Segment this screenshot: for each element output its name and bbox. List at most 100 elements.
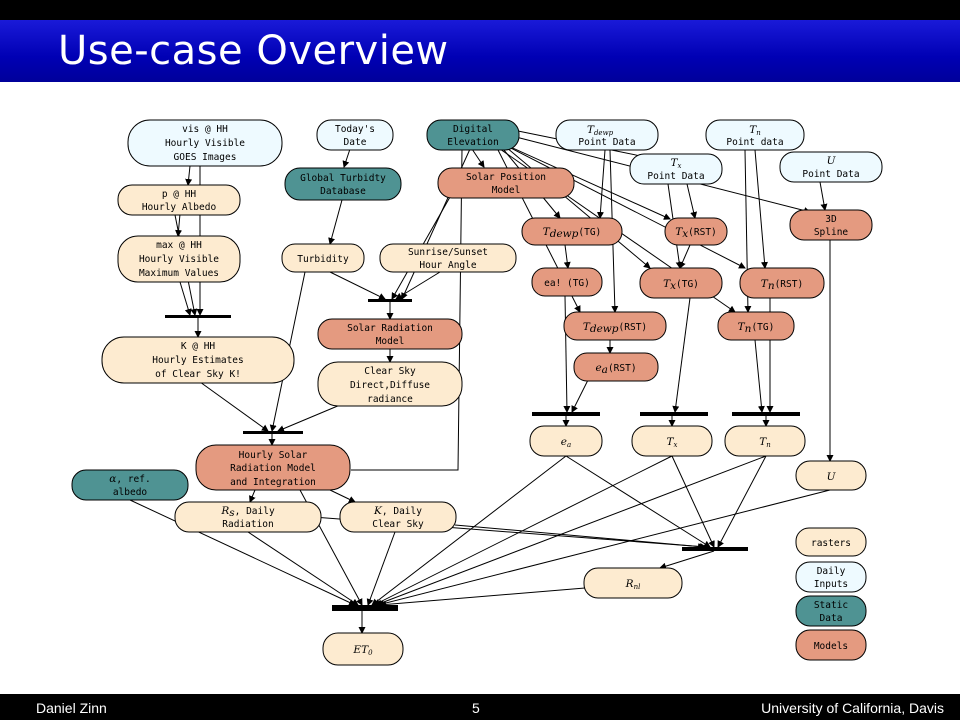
node-hourly-albedo: p @ HH Hourly Albedo <box>117 184 241 216</box>
node-tntg-label: (TG) <box>751 322 774 333</box>
use-case-diagram: vis @ HH Hourly Visible GOES Images Toda… <box>71 119 883 666</box>
node-tdewtg-sym: T <box>543 226 551 238</box>
node-digital-line2: Elevation <box>447 137 498 148</box>
footer-page-number: 5 <box>472 700 480 716</box>
legend-daily-line2: Inputs <box>814 579 848 590</box>
join-bar-rnl <box>682 547 748 551</box>
node-tdew-line1: Point Data <box>578 137 635 148</box>
node-p-line2: Hourly Albedo <box>142 202 217 213</box>
node-tx-point-data: Tx Point Data <box>629 153 723 185</box>
node-solrad-line1: Solar Radiation <box>347 323 433 334</box>
node-tdew-sym: T <box>587 124 595 136</box>
svg-text:Tdewp: Tdewp <box>587 124 614 137</box>
svg-text:Tx: Tx <box>671 157 682 170</box>
node-tnrst-sym: T <box>761 278 769 290</box>
node-earst-sym: e <box>595 362 601 374</box>
node-turbidity-label: Turbidity <box>297 254 349 265</box>
node-today-line2: Date <box>344 137 367 148</box>
node-txtg-sub: x <box>670 280 676 292</box>
node-u-line1: Point Data <box>802 169 859 180</box>
node-max-line1: max @ HH <box>156 240 202 251</box>
node-et0: ET0 <box>322 632 404 666</box>
node-turbdb-line2: Database <box>320 186 366 197</box>
node-tnrst-label: (RST) <box>775 279 804 290</box>
node-rs-line2: Radiation <box>222 519 273 530</box>
node-earst-sub: a <box>602 364 608 376</box>
node-kd-line1: , Daily <box>382 506 422 517</box>
node-albedo-line2: albedo <box>113 487 148 498</box>
node-rs-sub: s <box>229 507 235 519</box>
node-solpos-line1: Solar Position <box>466 172 546 183</box>
node-ea-tg: ea! (TG) <box>531 267 603 297</box>
slide-title: Use-case Overview <box>58 28 449 74</box>
node-ea-rst: ea(RST) <box>573 352 659 382</box>
node-txn-sub: x <box>674 441 678 449</box>
node-hourly-line1: Hourly Solar <box>239 450 308 461</box>
node-rs-sym: R <box>220 505 229 517</box>
node-albedo-line1: , ref. <box>116 474 150 485</box>
node-vis-goes: vis @ HH Hourly Visible GOES Images <box>127 119 283 167</box>
node-tn-tg: Tn(TG) <box>717 311 795 341</box>
node-un-sym: U <box>827 471 837 483</box>
node-tdewp-rst: Tdewp(RST) <box>563 311 667 341</box>
node-tn-sym: T <box>749 124 757 136</box>
node-txtg-label: (TG) <box>676 279 699 290</box>
node-tn-point-data: Tn Point data <box>705 119 805 151</box>
node-txrst-sym: T <box>675 226 683 238</box>
svg-text:Tdewp(RST): Tdewp(RST) <box>583 321 647 335</box>
svg-text:Rs, Daily: Rs, Daily <box>220 505 275 519</box>
svg-text:Tx: Tx <box>667 436 678 449</box>
title-bar: Use-case Overview <box>0 20 960 82</box>
node-k-hourly-estimates: K @ HH Hourly Estimates of Clear Sky K! <box>101 336 295 384</box>
node-k-line2: Hourly Estimates <box>152 355 244 366</box>
legend-models-label: Models <box>814 641 848 652</box>
node-tdewtg-sub: dewp <box>550 228 579 240</box>
svg-text:Tn(RST): Tn(RST) <box>761 278 803 292</box>
node-albedo-sym: α <box>109 473 116 485</box>
join-bar-tn <box>732 412 800 416</box>
node-ea-sub: a <box>567 441 571 449</box>
node-clear-line2: Direct,Diffuse <box>350 380 430 391</box>
footer-bar: Daniel Zinn 5 University of California, … <box>0 694 960 720</box>
node-tn: Tn <box>724 425 806 457</box>
legend-static-data: Static Data <box>795 595 867 627</box>
node-spline-line2: Spline <box>814 227 849 238</box>
node-tntg-sym: T <box>738 321 746 333</box>
node-max-line2: Hourly Visible <box>139 254 219 265</box>
node-hourly-line3: and Integration <box>230 477 316 488</box>
node-tx: Tx <box>631 425 713 457</box>
node-txn-sym: T <box>667 436 675 448</box>
node-hourly-line2: Radiation Model <box>230 463 316 474</box>
node-tnn-sym: T <box>759 436 767 448</box>
node-p-line1: p @ HH <box>162 189 197 200</box>
node-tdewrst-label: (RST) <box>619 322 648 333</box>
node-tdewtg-label: (TG) <box>578 227 601 238</box>
node-solrad-line2: Model <box>376 336 405 347</box>
svg-text:Tdewp(TG): Tdewp(TG) <box>543 226 602 240</box>
footer-author: Daniel Zinn <box>36 700 107 716</box>
node-tx-tg: Tx(TG) <box>639 267 723 299</box>
node-todays-date: Today's Date <box>316 119 394 151</box>
join-bar-hourly <box>243 431 303 434</box>
legend-rasters: rasters <box>795 527 867 557</box>
node-tdewp-tg: Tdewp(TG) <box>521 217 623 246</box>
svg-text:Tn(TG): Tn(TG) <box>738 321 775 335</box>
legend-static-line2: Data <box>820 613 843 624</box>
node-albedo: α, ref. albedo <box>71 469 189 501</box>
node-solar-position-model: Solar Position Model <box>437 167 575 199</box>
node-kd-line2: Clear Sky <box>372 519 424 530</box>
svg-text:Tn: Tn <box>759 436 771 449</box>
node-u: U <box>795 460 867 491</box>
node-sunrise-sunset: Sunrise/Sunset Hour Angle <box>379 243 517 273</box>
node-tdewp-point-data: Tdewp Point Data <box>555 119 659 151</box>
svg-text:K, Daily: K, Daily <box>373 505 422 517</box>
svg-text:Tx(TG): Tx(TG) <box>663 278 699 292</box>
node-tn-sub: n <box>756 129 761 137</box>
node-digital-elevation: Digital Elevation <box>426 119 520 151</box>
legend-daily-line1: Daily <box>817 566 846 577</box>
node-turbidity: Turbidity <box>281 243 365 273</box>
node-solar-radiation-model: Solar Radiation Model <box>317 318 463 350</box>
node-rs-line1: , Daily <box>235 506 275 517</box>
legend-rasters-label: rasters <box>811 538 851 549</box>
node-k-line1: K @ HH <box>181 341 216 352</box>
